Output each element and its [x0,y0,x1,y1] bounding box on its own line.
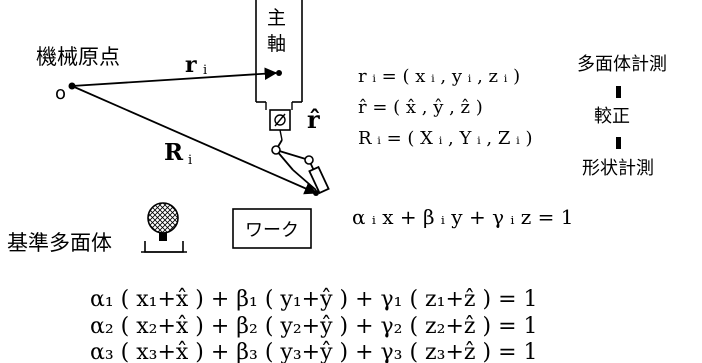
stylus-linkage [275,139,330,195]
stylus-tip-point [313,190,319,196]
vector-r-i-arrow [71,67,278,87]
work-label: ワーク [245,220,299,241]
plane-equation: α ᵢ x + β ᵢ y + γ ᵢ z = 1 [352,205,574,229]
linkage-joint-2 [304,155,314,165]
origin-point-label: o [55,83,66,104]
vector-R-i-subscript: i [188,153,192,168]
process-step-calibration: 較正 [594,106,630,127]
vector-r-hat-label: r̂ [307,105,320,134]
process-step-polyhedron-measurement: 多面体計測 [577,54,667,75]
spindle-label-2: 軸 [267,33,286,55]
spindle-tip-point [276,70,282,76]
machine-origin-label: 機械原点 [36,45,120,69]
reference-polyhedron-label: 基準多面体 [7,231,112,255]
spindle-label-1: 主 [267,7,286,29]
vector-R-i-arrow [71,85,318,195]
vector-r-i-subscript: i [203,63,207,78]
vector-R-i-label: R [164,139,184,166]
system-equation-3: α₃ ( x₃+x̂ ) + β₃ ( y₃+ŷ ) + γ₃ ( z₃+ẑ )… [90,340,538,363]
reference-polyhedron-icon [141,202,187,253]
system-equation-2: α₂ ( x₂+x̂ ) + β₂ ( y₂+ŷ ) + γ₂ ( z₂+ẑ )… [90,314,538,339]
process-connector-2 [616,137,621,149]
definition-r-i: r ᵢ = ( x ᵢ , y ᵢ , z ᵢ ) [358,66,520,87]
vector-r-i-label: r [185,52,197,78]
system-equation-1: α₁ ( x₁+x̂ ) + β₁ ( y₁+ŷ ) + γ₁ ( z₁+ẑ )… [90,287,538,312]
definition-r-hat: r̂ = ( x̂ , ŷ , ẑ ) [358,97,483,118]
spindle [255,0,303,141]
process-step-shape-measurement: 形状計測 [582,158,654,179]
linkage-joint-1 [271,145,281,155]
work-box [232,208,312,249]
process-connector-1 [616,86,621,98]
definition-R-i: R ᵢ = ( X ᵢ , Y ᵢ , Z ᵢ ) [358,128,532,149]
